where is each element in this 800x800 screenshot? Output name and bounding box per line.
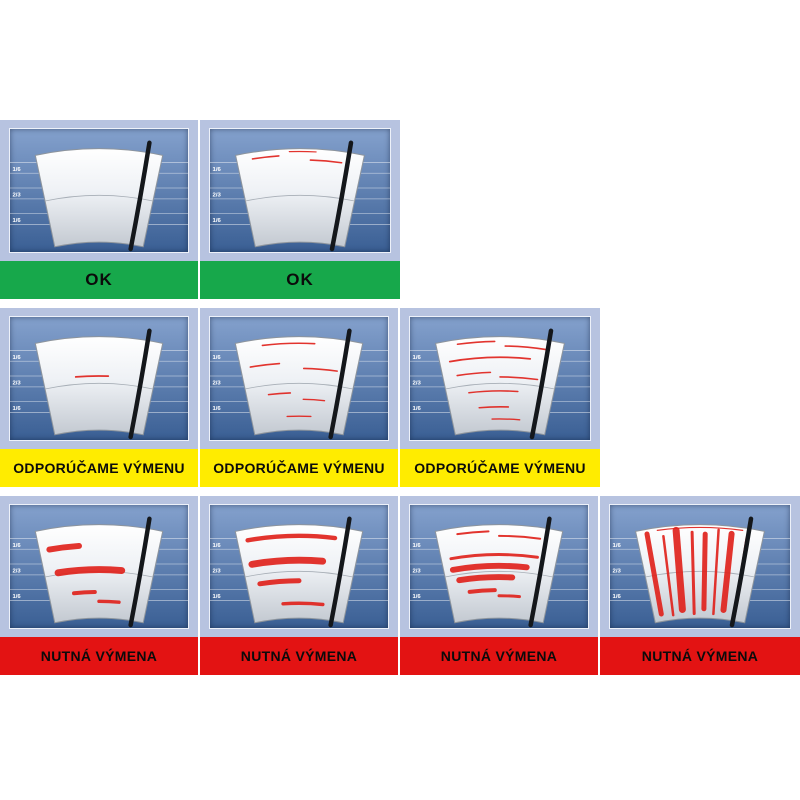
wiper-fan-graphic: 1/6 2/3 1/6: [210, 328, 388, 440]
row-replacement-necessary: 1/6 2/3 1/6 NUTNÁ VÝMENA 1/6 2/3 1/6 NUTNÁ V…: [0, 496, 800, 675]
status-bar: OK: [200, 261, 400, 299]
wiper-diagram-frame: 1/6 2/3 1/6: [600, 496, 800, 637]
wiper-cell: 1/6 2/3 1/6 NUTNÁ VÝMENA: [400, 496, 600, 675]
svg-text:1/6: 1/6: [12, 594, 21, 600]
status-label: ODPORÚČAME VÝMENU: [13, 460, 185, 476]
wiper-fan-graphic: 1/6 2/3 1/6: [210, 140, 390, 252]
status-label: NUTNÁ VÝMENA: [40, 648, 158, 664]
wiper-fan-graphic: 1/6 2/3 1/6: [610, 516, 790, 628]
wiper-cell: 1/6 2/3 1/6 NUTNÁ VÝMENA: [200, 496, 400, 675]
svg-text:2/3: 2/3: [212, 568, 221, 574]
svg-text:1/6: 1/6: [212, 543, 221, 549]
status-bar: ODPORÚČAME VÝMENU: [400, 449, 600, 487]
svg-text:2/3: 2/3: [213, 192, 222, 198]
svg-text:2/3: 2/3: [12, 380, 21, 386]
svg-text:2/3: 2/3: [12, 568, 21, 574]
wiper-diagram-frame: 1/6 2/3 1/6: [200, 308, 398, 449]
svg-text:1/6: 1/6: [212, 406, 221, 412]
wiper-diagram-frame: 1/6 2/3 1/6: [0, 496, 198, 637]
wiper-fan-graphic: 1/6 2/3 1/6: [410, 328, 590, 440]
status-bar: ODPORÚČAME VÝMENU: [0, 449, 198, 487]
status-bar: NUTNÁ VÝMENA: [200, 637, 398, 675]
row-recommend-replacement: 1/6 2/3 1/6 ODPORÚČAME VÝMENU 1/6 2/3 1/6 OD…: [0, 308, 800, 487]
svg-text:1/6: 1/6: [213, 218, 222, 224]
svg-text:1/6: 1/6: [213, 167, 222, 173]
status-bar: ODPORÚČAME VÝMENU: [200, 449, 398, 487]
wiper-panel: 1/6 2/3 1/6: [9, 316, 189, 441]
wiper-cell: 1/6 2/3 1/6 NUTNÁ VÝMENA: [600, 496, 800, 675]
svg-text:1/6: 1/6: [413, 406, 422, 412]
wiper-diagram-frame: 1/6 2/3 1/6: [200, 496, 398, 637]
svg-text:1/6: 1/6: [413, 355, 422, 361]
wiper-cell: 1/6 2/3 1/6 ODPORÚČAME VÝMENU: [200, 308, 400, 487]
wiper-panel: 1/6 2/3 1/6: [209, 504, 389, 629]
wiper-fan-graphic: 1/6 2/3 1/6: [410, 516, 588, 628]
status-bar: OK: [0, 261, 198, 299]
wiper-panel: 1/6 2/3 1/6: [609, 504, 791, 629]
wiper-diagram-frame: 1/6 2/3 1/6: [0, 308, 198, 449]
wiper-cell: 1/6 2/3 1/6 OK: [0, 120, 200, 299]
chart-board: 1/6 2/3 1/6 OK 1/6 2/3 1/6 OK: [0, 120, 800, 684]
svg-text:2/3: 2/3: [613, 568, 622, 574]
wiper-panel: 1/6 2/3 1/6: [209, 316, 389, 441]
svg-text:1/6: 1/6: [12, 543, 21, 549]
svg-text:1/6: 1/6: [613, 543, 622, 549]
wiper-panel: 1/6 2/3 1/6: [9, 504, 189, 629]
wiper-panel: 1/6 2/3 1/6: [409, 504, 589, 629]
status-bar: NUTNÁ VÝMENA: [400, 637, 598, 675]
svg-text:1/6: 1/6: [412, 543, 421, 549]
svg-text:1/6: 1/6: [613, 594, 622, 600]
wiper-diagram-frame: 1/6 2/3 1/6: [400, 496, 598, 637]
status-label: OK: [286, 270, 314, 289]
svg-text:2/3: 2/3: [12, 192, 21, 198]
wiper-cell: 1/6 2/3 1/6 OK: [200, 120, 400, 299]
status-label: NUTNÁ VÝMENA: [240, 648, 358, 664]
status-label: NUTNÁ VÝMENA: [641, 648, 759, 664]
svg-text:2/3: 2/3: [212, 380, 221, 386]
svg-text:2/3: 2/3: [412, 568, 421, 574]
svg-text:1/6: 1/6: [12, 406, 21, 412]
wiper-fan-graphic: 1/6 2/3 1/6: [210, 516, 388, 628]
status-bar: NUTNÁ VÝMENA: [600, 637, 800, 675]
status-label: ODPORÚČAME VÝMENU: [213, 460, 385, 476]
status-label: OK: [85, 270, 113, 289]
wiper-panel: 1/6 2/3 1/6: [209, 128, 391, 253]
svg-text:1/6: 1/6: [212, 594, 221, 600]
wiper-panel: 1/6 2/3 1/6: [409, 316, 591, 441]
svg-text:1/6: 1/6: [412, 594, 421, 600]
svg-text:1/6: 1/6: [12, 218, 21, 224]
row-ok: 1/6 2/3 1/6 OK 1/6 2/3 1/6 OK: [0, 120, 800, 299]
wiper-cell: 1/6 2/3 1/6 NUTNÁ VÝMENA: [0, 496, 200, 675]
status-bar: NUTNÁ VÝMENA: [0, 637, 198, 675]
svg-text:2/3: 2/3: [413, 380, 422, 386]
status-label: NUTNÁ VÝMENA: [440, 648, 558, 664]
wiper-fan-graphic: 1/6 2/3 1/6: [10, 140, 188, 252]
status-label: ODPORÚČAME VÝMENU: [414, 460, 586, 476]
svg-text:1/6: 1/6: [12, 355, 21, 361]
wiper-diagram-frame: 1/6 2/3 1/6: [400, 308, 600, 449]
wiper-cell: 1/6 2/3 1/6 ODPORÚČAME VÝMENU: [0, 308, 200, 487]
wiper-diagram-frame: 1/6 2/3 1/6: [200, 120, 400, 261]
wiper-fan-graphic: 1/6 2/3 1/6: [10, 328, 188, 440]
wiper-fan-graphic: 1/6 2/3 1/6: [10, 516, 188, 628]
wiper-cell: 1/6 2/3 1/6 ODPORÚČAME VÝMENU: [400, 308, 600, 487]
svg-text:1/6: 1/6: [212, 355, 221, 361]
svg-text:1/6: 1/6: [12, 167, 21, 173]
wiper-diagram-frame: 1/6 2/3 1/6: [0, 120, 198, 261]
wiper-panel: 1/6 2/3 1/6: [9, 128, 189, 253]
